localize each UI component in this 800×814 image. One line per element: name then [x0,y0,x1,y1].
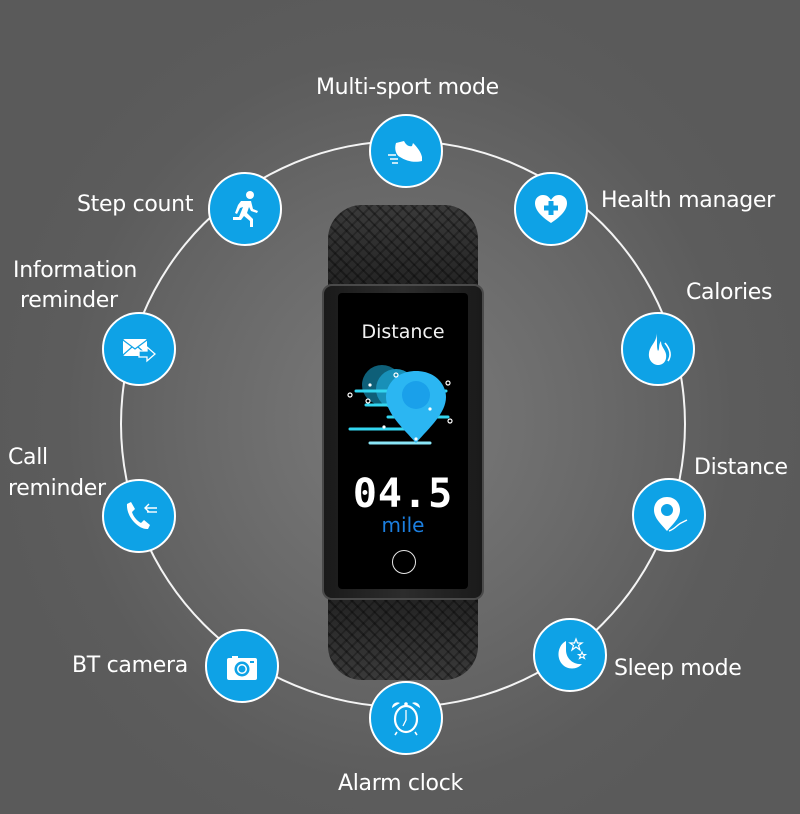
label-health-manager: Health manager [601,188,775,213]
feature-distance-button[interactable] [632,478,706,552]
running-shoe-icon [388,141,422,164]
label-bt-camera: BT camera [72,653,188,678]
label-information-reminder-line2: reminder [20,288,118,313]
location-pin-icon [347,365,453,445]
label-sleep-mode: Sleep mode [614,656,742,681]
map-pin-icon [654,497,688,532]
phone-incoming-icon [126,502,157,530]
feature-health-manager-button[interactable] [514,172,588,246]
feature-step-count-button[interactable] [208,172,282,246]
label-information-reminder-line1: Information [13,258,138,283]
distance-value: 04.5 [352,471,454,517]
label-multi-sport: Multi-sport mode [316,75,499,100]
feature-information-reminder-button[interactable] [102,312,176,386]
feature-multi-sport-button[interactable] [369,114,443,188]
label-step-count: Step count [77,192,194,217]
watch-touch-button[interactable] [392,550,416,574]
label-distance: Distance [694,455,788,480]
label-call-reminder-line2: reminder [8,476,106,501]
wristband-top-strap [328,205,478,293]
camera-icon [227,656,257,680]
feature-call-reminder-button[interactable] [102,479,176,553]
distance-unit: mile [381,513,425,537]
watch-screen: Distance 04.5 mile [338,293,468,589]
feature-sleep-mode-button[interactable] [533,618,607,692]
envelope-forward-icon [122,339,156,363]
screen-title: Distance [361,321,445,343]
moon-stars-icon [558,637,588,669]
feature-bt-camera-button[interactable] [205,629,279,703]
label-call-reminder-line1: Call [8,445,48,470]
alarm-clock-icon [392,702,420,736]
label-alarm-clock: Alarm clock [338,771,463,796]
wristband-bottom-strap [328,594,478,680]
flame-icon [648,333,671,365]
feature-alarm-clock-button[interactable] [369,681,443,755]
label-calories: Calories [686,280,773,305]
heart-plus-icon [535,195,567,223]
runner-icon [233,191,258,227]
feature-calories-button[interactable] [621,312,695,386]
